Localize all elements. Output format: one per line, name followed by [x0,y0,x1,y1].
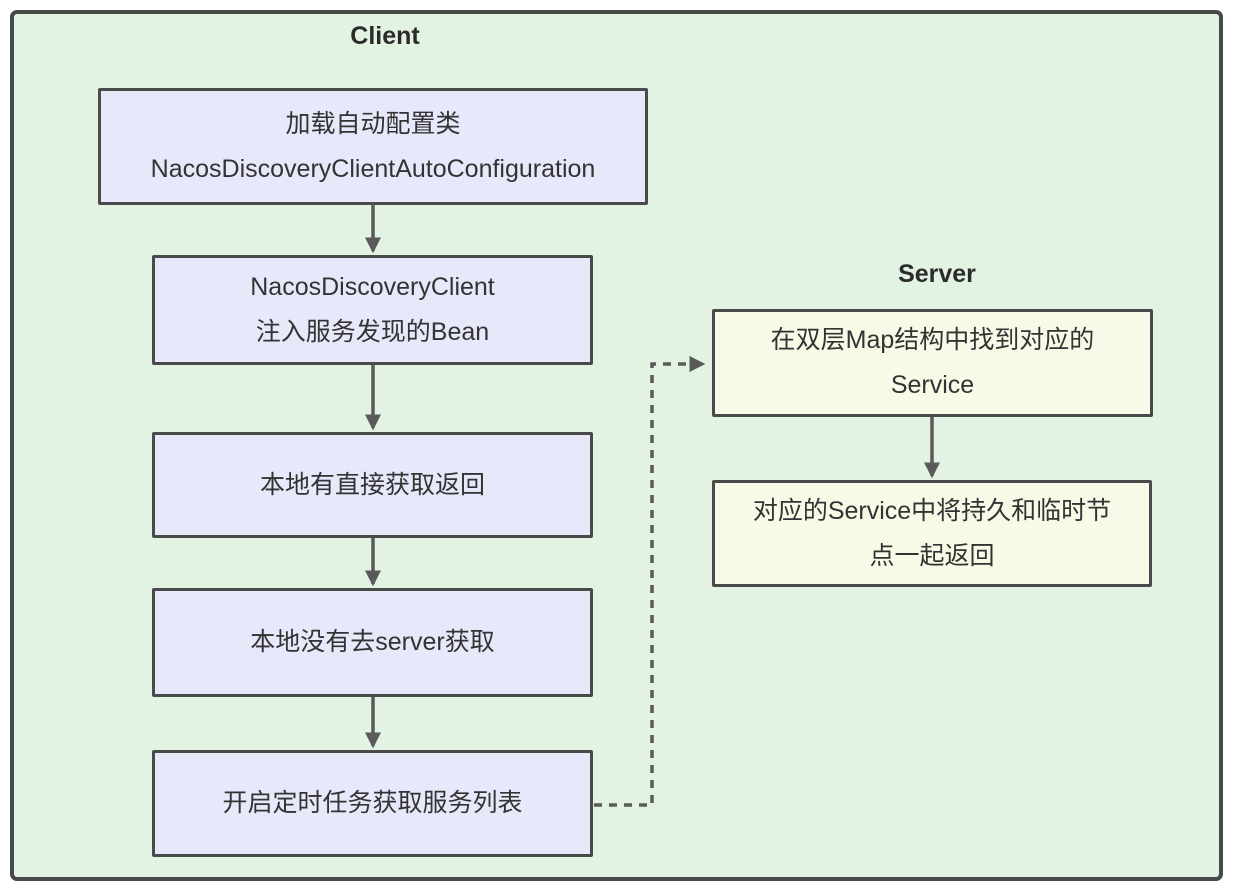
node-text-line: 点一起返回 [869,541,995,570]
node-text-line: 加载自动配置类 [285,109,461,138]
node-local-miss-fetch-from-server: 本地没有去server获取 [152,588,593,697]
node-nacos-discovery-client-bean: NacosDiscoveryClient 注入服务发现的Bean [152,255,593,365]
node-text-line: Service [890,371,975,399]
node-find-service-in-double-map: 在双层Map结构中找到对应的 Service [712,309,1153,417]
node-text-line: 本地有直接获取返回 [259,470,485,499]
node-text-line: 注入服务发现的Bean [255,318,490,346]
client-section-title: Client [350,22,420,50]
node-return-persistent-and-ephemeral-nodes: 对应的Service中将持久和临时节 点一起返回 [712,480,1152,587]
node-load-autoconfiguration: 加载自动配置类 NacosDiscoveryClientAutoConfigur… [98,88,648,205]
node-text-line: 本地没有去server获取 [250,628,495,656]
server-section-title: Server [898,260,976,288]
node-text-line: 在双层Map结构中找到对应的 [770,326,1095,354]
node-text-line: 对应的Service中将持久和临时节 [752,496,1112,525]
node-local-hit-return: 本地有直接获取返回 [152,432,593,538]
node-scheduled-task-fetch-service-list: 开启定时任务获取服务列表 [152,750,593,857]
node-text-line: NacosDiscoveryClientAutoConfiguration [150,154,596,183]
node-text-line: NacosDiscoveryClient [250,273,495,301]
node-text-line: 开启定时任务获取服务列表 [222,789,523,817]
